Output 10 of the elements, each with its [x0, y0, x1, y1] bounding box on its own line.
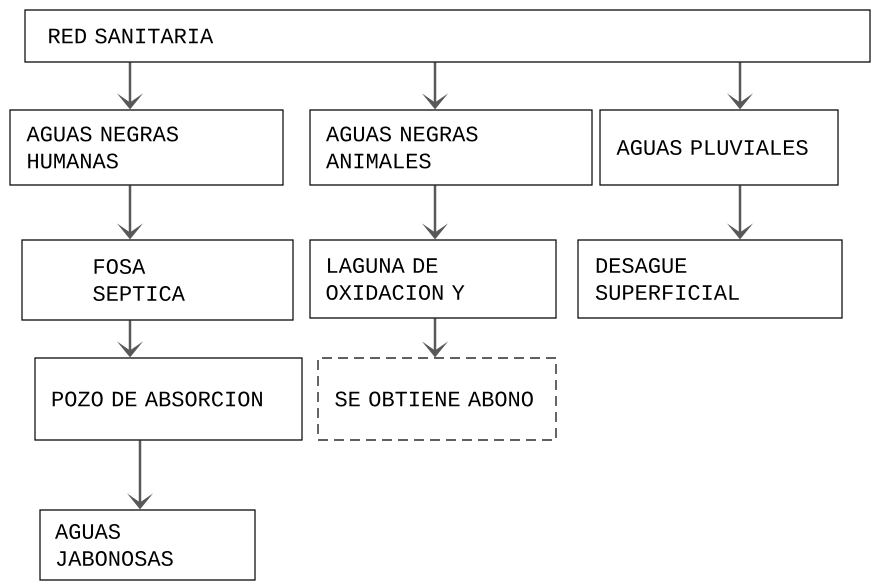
text-box: AGUAS NEGRAS HUMANAS [9, 109, 284, 186]
text-box: AGUAS PLUVIALES [599, 109, 839, 186]
text-box: AGUAS JABONOSAS [39, 509, 256, 581]
dashed-box: SE OBTIENE ABONO [317, 357, 557, 441]
text-box: RED SANITARIA [24, 9, 871, 63]
text-box: LAGUNA DE OXIDACION Y [309, 239, 557, 319]
text-box: FOSA SEPTICA [21, 239, 294, 321]
text-box: AGUAS NEGRAS ANIMALES [309, 109, 593, 186]
text-box: POZO DE ABSORCION [34, 357, 303, 441]
text-box: DESAGUE SUPERFICIAL [577, 239, 843, 319]
